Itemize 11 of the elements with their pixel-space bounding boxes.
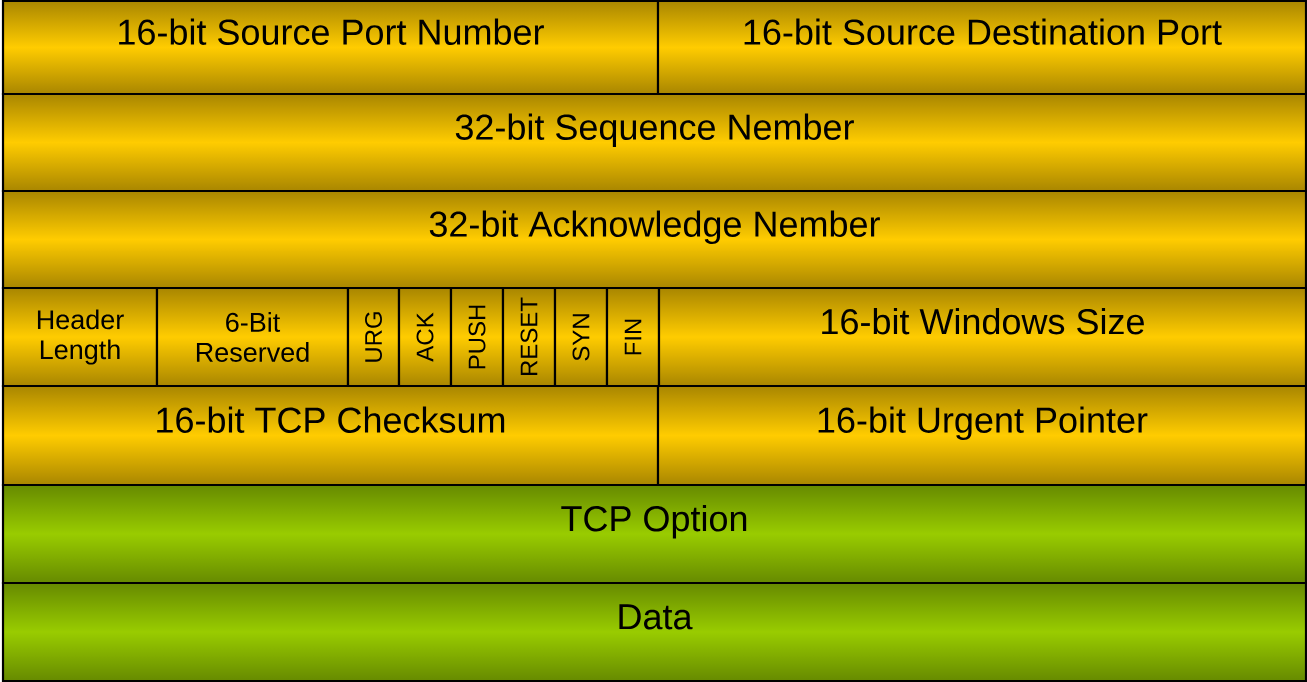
field-box: Header Length xyxy=(1,286,159,388)
field-box: Data xyxy=(1,581,1307,682)
flag-box: PUSH xyxy=(449,286,505,388)
flag-box: RESET xyxy=(501,286,557,388)
flag-box: SYN xyxy=(553,286,609,388)
flag-box: ACK xyxy=(397,286,453,388)
flag-box: FIN xyxy=(605,286,661,388)
flag-box: URG xyxy=(346,286,401,388)
field-box: 16-bit Source Destination Port xyxy=(656,0,1307,96)
field-box: 16-bit Source Port Number xyxy=(1,0,660,96)
field-box: 16-bit Urgent Pointer xyxy=(656,384,1307,487)
